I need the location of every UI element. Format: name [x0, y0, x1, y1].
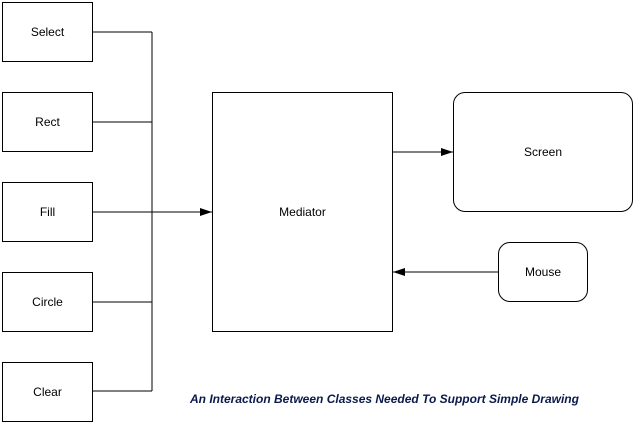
circle-box: Circle	[2, 272, 93, 332]
clear-label: Clear	[33, 385, 62, 399]
rect-box: Rect	[2, 92, 93, 152]
fill-box: Fill	[2, 182, 93, 242]
fill-label: Fill	[39, 205, 56, 219]
mouse-label: Mouse	[524, 265, 562, 279]
circle-label: Circle	[32, 295, 63, 309]
screen-box: Screen	[453, 92, 633, 212]
clear-box: Clear	[2, 362, 93, 422]
mediator-label: Mediator	[279, 205, 326, 219]
diagram-caption: An Interaction Between Classes Needed To…	[190, 392, 579, 406]
select-label: Select	[30, 25, 65, 39]
rect-label: Rect	[35, 115, 60, 129]
mediator-box: Mediator	[212, 92, 393, 332]
mouse-box: Mouse	[498, 242, 588, 302]
select-box: Select	[2, 2, 93, 62]
screen-label: Screen	[523, 145, 563, 159]
